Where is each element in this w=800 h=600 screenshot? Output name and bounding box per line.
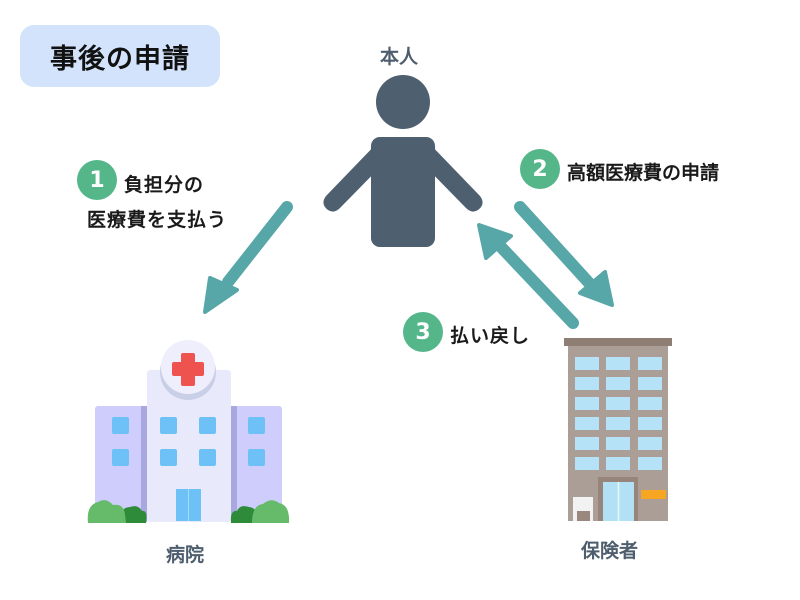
- title-badge: 事後の申請: [20, 25, 220, 87]
- person-label: 本人: [380, 46, 419, 68]
- step-3-badge: 3: [403, 312, 443, 352]
- step-3-text: 払い戻し: [450, 325, 531, 347]
- step-1-badge: 1: [77, 160, 117, 200]
- page-title: 事後の申請: [50, 43, 190, 75]
- insurer-building-icon: [564, 338, 672, 521]
- insurer-label: 保険者: [581, 540, 639, 562]
- hospital-icon: [87, 340, 290, 523]
- arrow-step-3: [477, 223, 579, 329]
- step-2-text: 高額医療費の申請: [567, 162, 720, 184]
- step-2-badge: 2: [520, 149, 560, 189]
- hospital-label: 病院: [166, 544, 205, 566]
- person-icon: [323, 75, 483, 247]
- step-1-text-line1: 負担分の: [124, 174, 205, 196]
- arrow-step-2: [514, 201, 614, 307]
- bush-right: [230, 500, 290, 523]
- bush-left: [87, 500, 147, 523]
- arrow-step-1: [203, 201, 293, 314]
- step-1-text-line2: 医療費を支払う: [87, 209, 228, 231]
